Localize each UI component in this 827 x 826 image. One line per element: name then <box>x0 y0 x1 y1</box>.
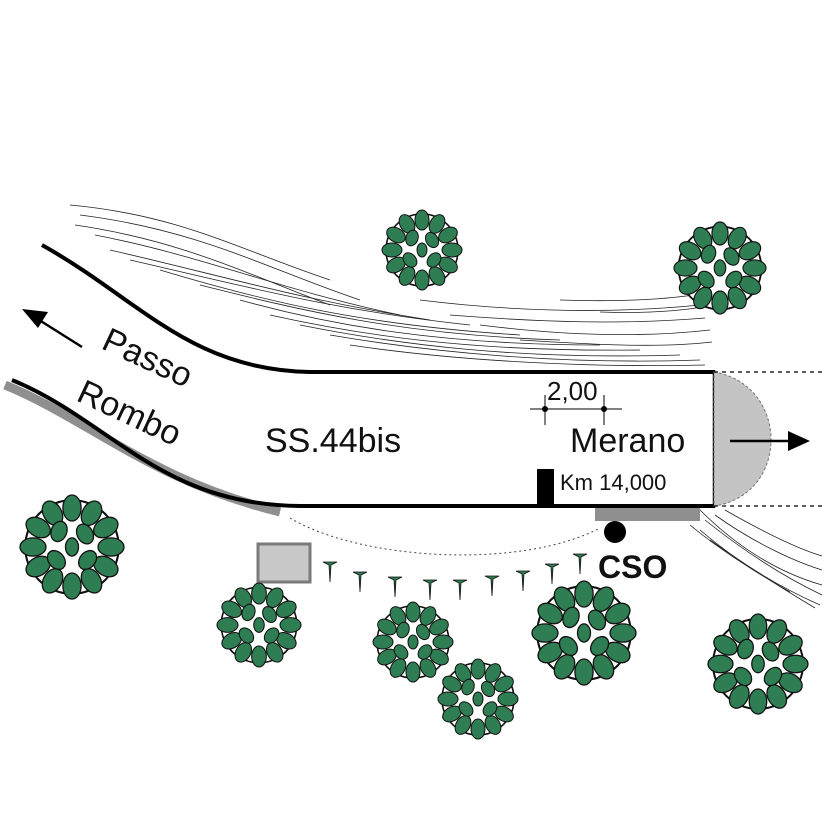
building-icon <box>256 542 312 584</box>
width-value: 2,00 <box>547 376 598 406</box>
bollard <box>352 571 368 593</box>
road-name: SS.44bis <box>265 422 401 460</box>
bollard-row <box>322 553 588 601</box>
station-label: CSO <box>598 549 667 585</box>
tree-icon <box>372 601 454 683</box>
km-post-icon <box>537 469 554 507</box>
arrow-right-icon <box>730 431 810 451</box>
road-verge-east <box>595 508 700 521</box>
bollard <box>484 575 500 597</box>
bollard <box>515 570 531 592</box>
bollard <box>422 579 438 601</box>
bollard <box>544 563 560 585</box>
arrow-left-icon <box>22 309 83 349</box>
km-marker: Km 14,000 <box>560 470 666 495</box>
direction-label-east: Merano <box>570 422 685 460</box>
tree-icon <box>18 493 126 601</box>
road-edge-south <box>11 378 714 508</box>
riverbank-hatching <box>69 204 713 367</box>
tree-icon <box>673 221 767 315</box>
bollard <box>572 553 588 575</box>
bollard <box>387 576 403 598</box>
tree-icon <box>381 209 463 291</box>
road-end-cap <box>713 371 772 507</box>
bollard <box>452 579 468 601</box>
bollard <box>322 561 338 583</box>
tree-icon <box>707 613 809 715</box>
tree-icon <box>530 579 638 687</box>
road-edge-north <box>41 243 714 374</box>
dotted-boundary <box>289 517 601 556</box>
tree-icon <box>216 582 302 668</box>
width-dimension <box>530 395 622 425</box>
station-point-icon <box>604 521 626 543</box>
tree-icon <box>437 658 519 740</box>
riverbank-hatching-east <box>689 509 823 609</box>
